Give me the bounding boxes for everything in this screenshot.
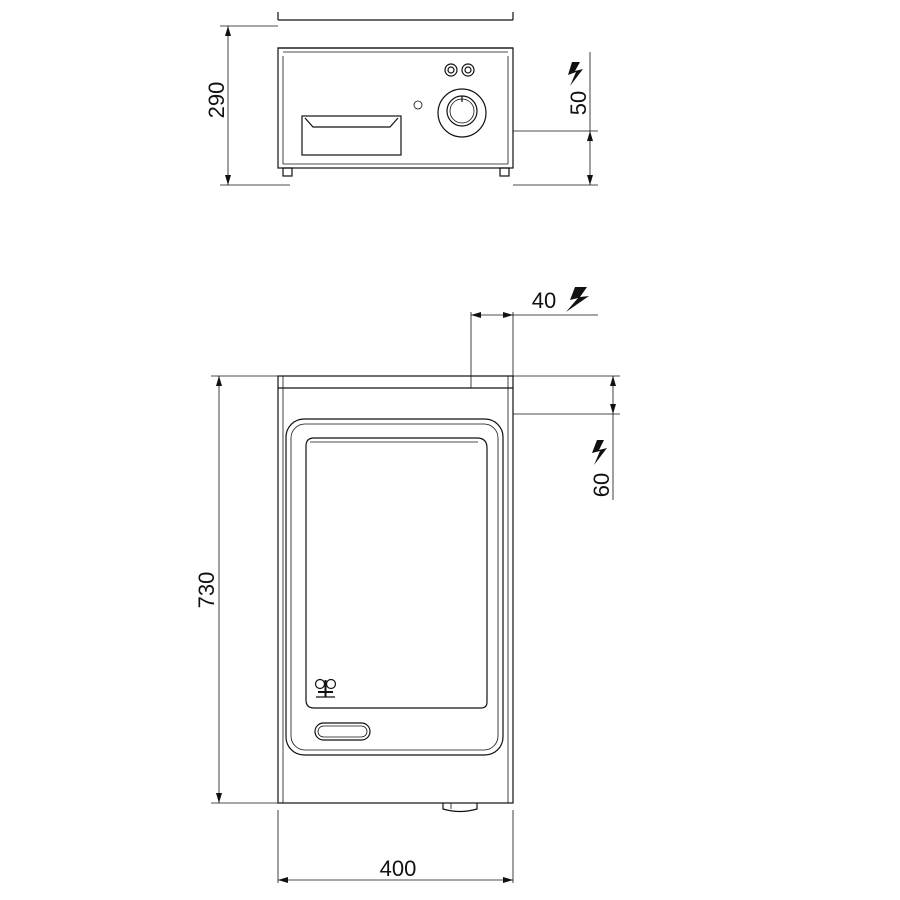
top-view bbox=[277, 375, 514, 813]
drawer-frame bbox=[301, 115, 402, 156]
griddle-plate-rim bbox=[290, 423, 499, 751]
dim-top-width: 400 bbox=[277, 810, 514, 883]
front-view bbox=[277, 12, 514, 177]
dim-top-depth-label: 730 bbox=[194, 572, 219, 609]
top-body-outline bbox=[277, 375, 514, 804]
dim-top-elec-depth-label: 60 bbox=[589, 473, 614, 497]
dim-top-width-label: 400 bbox=[380, 856, 417, 881]
dim-front-height: 290 bbox=[204, 25, 290, 186]
front-body bbox=[277, 47, 514, 169]
indicator-lamp-icon bbox=[444, 63, 475, 77]
drain-slot bbox=[314, 722, 371, 741]
front-feet bbox=[282, 167, 510, 177]
drain-slot-inner bbox=[317, 725, 368, 738]
front-connector bbox=[442, 803, 478, 813]
lightning-bolt-icon bbox=[592, 440, 607, 465]
dim-top-elec-offset: 40 bbox=[470, 287, 598, 410]
dim-front-elec-label: 50 bbox=[566, 91, 591, 115]
logo-emblem-icon bbox=[314, 678, 337, 698]
dim-front-height-label: 290 bbox=[204, 82, 229, 119]
griddle-plate-outer bbox=[285, 418, 504, 756]
dim-top-depth: 730 bbox=[194, 375, 278, 804]
drip-drawer bbox=[301, 115, 402, 156]
lightning-bolt-icon bbox=[566, 287, 589, 312]
dim-front-elec: 50 bbox=[513, 52, 598, 186]
dim-top-elec-offset-label: 40 bbox=[532, 288, 556, 313]
lightning-bolt-icon bbox=[568, 62, 583, 86]
knob-icon bbox=[437, 88, 487, 138]
griddle-cooking-surface bbox=[305, 437, 488, 709]
dim-top-elec-depth: 60 bbox=[513, 375, 620, 500]
pilot-hole bbox=[413, 100, 423, 110]
drawer-lip bbox=[304, 117, 399, 128]
